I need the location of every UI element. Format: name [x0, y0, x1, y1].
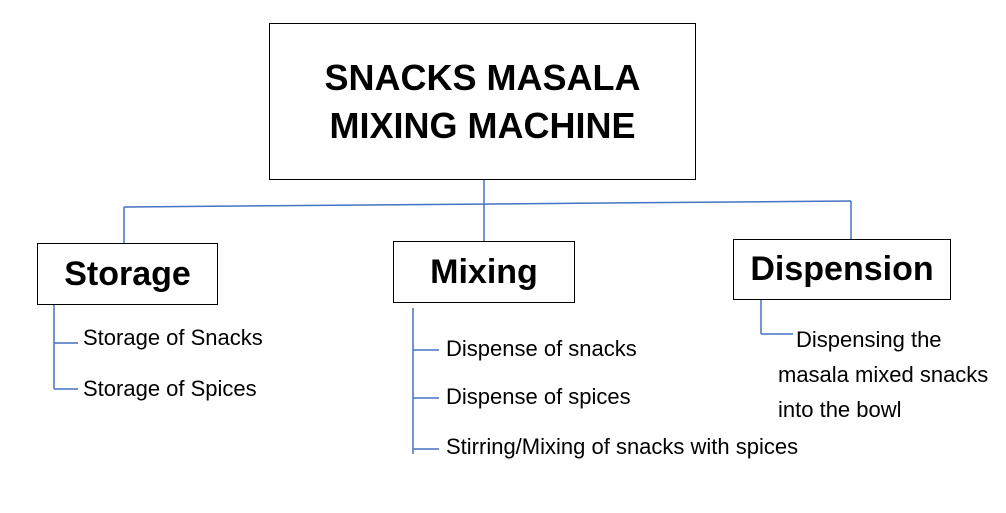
mixing-box: Mixing	[393, 241, 575, 303]
storage-item-snacks: Storage of Snacks	[83, 325, 263, 350]
mixing-item-spices: Dispense of spices	[446, 384, 631, 409]
mixing-label: Mixing	[430, 252, 538, 291]
dispension-description: Dispensing the masala mixed snacks into …	[778, 322, 988, 427]
dispension-line-2: masala mixed snacks	[778, 362, 989, 387]
mixing-item-snacks: Dispense of snacks	[446, 336, 637, 361]
dispension-line-1: Dispensing the	[796, 327, 942, 352]
mixing-item-stirring: Stirring/Mixing of snacks with spices	[446, 434, 799, 459]
title-line-2: MIXING MACHINE	[329, 104, 636, 146]
storage-box: Storage	[37, 243, 218, 305]
storage-label: Storage	[64, 254, 191, 293]
title-box: SNACKS MASALA MIXING MACHINE	[269, 23, 696, 180]
storage-item-spices: Storage of Spices	[83, 376, 257, 401]
title-line-1: SNACKS MASALA	[324, 56, 641, 98]
dispension-box: Dispension	[733, 239, 951, 300]
dispension-label: Dispension	[750, 250, 934, 288]
dispension-line-3: into the bowl	[778, 397, 902, 422]
bus-line	[123, 200, 852, 208]
